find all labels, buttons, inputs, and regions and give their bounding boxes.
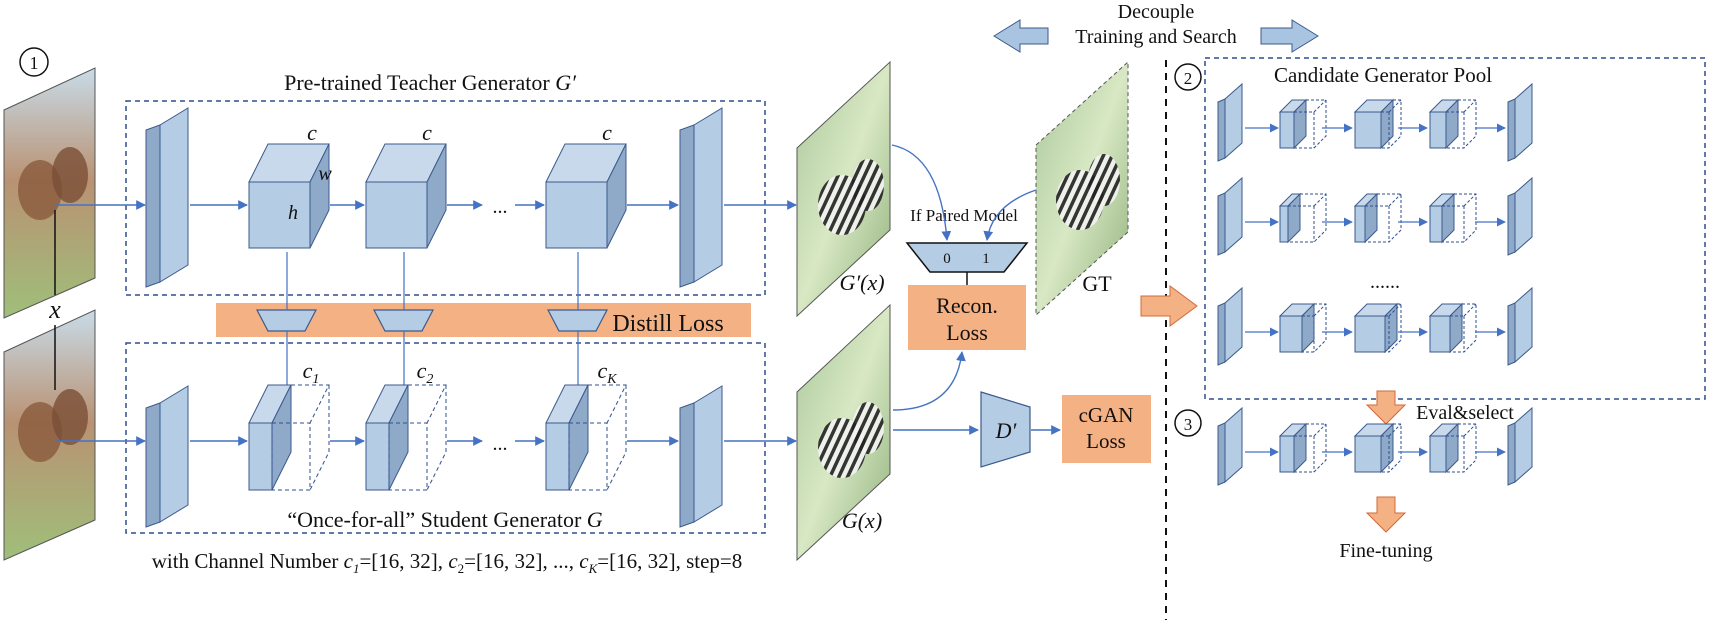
teacher-output-layer <box>679 107 723 288</box>
fine-tuning-label: Fine-tuning <box>1339 540 1432 562</box>
distill-adapter-2 <box>373 309 434 332</box>
final-generator-row <box>1217 406 1533 486</box>
cgan-loss-box <box>1062 395 1151 463</box>
student-output-image <box>796 303 891 562</box>
student-c1-label: c1 <box>303 358 320 387</box>
student-output-label: G(x) <box>842 508 882 533</box>
dim-w-label: w <box>318 163 332 185</box>
teacher-generator-box <box>125 100 766 296</box>
student-cK-label: cK <box>597 358 617 387</box>
channel-number-caption: with Channel Number c1=[16, 32], c2=[16,… <box>152 549 743 576</box>
recon-loss-line2: Loss <box>946 320 988 345</box>
student-input-layer <box>145 385 189 528</box>
ground-truth-image <box>1035 60 1129 317</box>
teacher-output-label: G′(x) <box>839 270 884 295</box>
step3-marker-circle <box>1174 409 1202 437</box>
student-cube-2 <box>365 384 447 491</box>
dim-h-label: h <box>288 202 298 224</box>
input-x-label: x <box>48 295 61 324</box>
candidate-generator-row <box>1217 286 1533 366</box>
candidate-pool-title: Candidate Generator Pool <box>1274 63 1492 87</box>
if-paired-label: If Paired Model <box>910 206 1018 225</box>
teacher-output-image <box>796 60 891 318</box>
step3-section: 3 Eval&select Fine-tuning <box>1174 390 1533 562</box>
pool-ellipsis: ...... <box>1370 271 1400 293</box>
candidate-generator-row <box>1217 82 1533 162</box>
pool-rows <box>1217 82 1533 366</box>
gt-label: GT <box>1082 271 1112 296</box>
to-pool-arrow <box>1140 285 1198 327</box>
discriminator-label: D′ <box>995 418 1018 443</box>
fine-tuning-arrow <box>1365 496 1407 533</box>
paired-mux <box>905 242 1029 273</box>
student-cube-1 <box>248 384 330 491</box>
student-generator-box <box>125 342 766 534</box>
teacher-generator-title: Pre-trained Teacher Generator G′ <box>284 70 577 95</box>
decouple-line1: Decouple <box>1118 1 1195 23</box>
decouple-right-arrow <box>1260 19 1319 53</box>
step3-marker: 3 <box>1184 415 1193 434</box>
decouple-line2: Training and Search <box>1075 26 1236 48</box>
distill-loss-label: Distill Loss <box>612 311 723 337</box>
candidate-generator-row <box>1217 176 1533 256</box>
decouple-left-arrow <box>993 19 1049 53</box>
eval-select-label: Eval&select <box>1416 402 1514 424</box>
recon-loss-line1: Recon. <box>936 293 998 318</box>
candidate-pool-box <box>1204 57 1706 400</box>
mux-0-label: 0 <box>943 251 951 267</box>
teacher-input-layer <box>145 107 189 288</box>
teacher-cube-1 <box>248 143 330 249</box>
student-generator-title: “Once-for-all” Student Generator G <box>287 507 602 532</box>
teacher-cube-3 <box>545 143 627 249</box>
discriminator-block <box>980 391 1031 468</box>
decouple-section: Decouple Training and Search <box>993 1 1319 620</box>
step2-section: 2 Candidate Generator Pool ...... <box>1174 57 1706 400</box>
cgan-loss-line2: Loss <box>1086 429 1126 453</box>
student-output-layer <box>679 385 723 528</box>
dim-c-label-1: c <box>307 120 317 145</box>
input-image-top <box>3 67 96 319</box>
distill-adapter-3 <box>547 309 608 332</box>
step2-marker: 2 <box>1184 69 1193 88</box>
mux-1-label: 1 <box>982 251 990 267</box>
distill-adapter-1 <box>256 309 317 332</box>
student-c2-label: c2 <box>417 358 434 387</box>
eval-select-arrow <box>1365 390 1407 425</box>
step1-section: 1 x Pre-trained Teacher Generator G′ “On… <box>3 47 1151 576</box>
student-ellipsis: ... <box>493 433 508 455</box>
step1-marker: 1 <box>30 53 39 73</box>
teacher-ellipsis: ... <box>493 196 508 218</box>
student-cube-3 <box>545 384 627 491</box>
teacher-cube-2 <box>365 143 447 249</box>
recon-loss-box <box>908 285 1026 350</box>
dim-c-label-2: c <box>422 120 432 145</box>
step2-marker-circle <box>1174 63 1202 91</box>
step1-marker-circle <box>19 47 49 77</box>
dim-c-label-3: c <box>602 120 612 145</box>
input-image-bottom <box>3 309 96 561</box>
cgan-loss-line1: cGAN <box>1079 403 1134 427</box>
